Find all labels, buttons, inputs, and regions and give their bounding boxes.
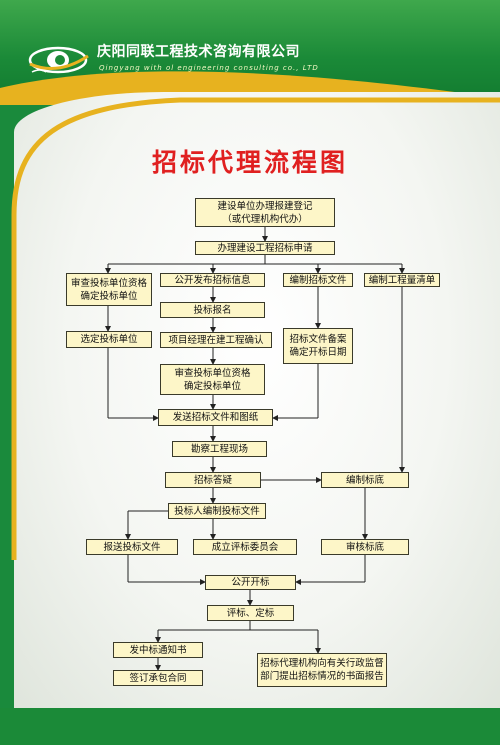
node-sign-contract: 签订承包合同 <box>113 670 203 686</box>
node-select-bidder: 选定投标单位 <box>66 331 152 348</box>
node-evaluate: 评标、定标 <box>207 605 294 621</box>
node-review-ceiling: 审核标底 <box>321 539 409 555</box>
company-name-cn: 庆阳同联工程技术咨询有限公司 <box>97 44 300 60</box>
node-site-visit: 勘察工程现场 <box>172 441 267 457</box>
node-send-docs: 发送招标文件和图纸 <box>158 409 273 426</box>
node-publish: 公开发布招标信息 <box>160 273 265 287</box>
company-name-en: Qingyang with ol engineering consulting … <box>99 64 319 72</box>
node-qa: 招标答疑 <box>165 472 261 488</box>
node-bidder-docs: 投标人编制投标文件 <box>168 503 266 519</box>
node-bid-signup: 投标报名 <box>160 302 265 318</box>
node-docs-filing: 招标文件备案 确定开标日期 <box>283 328 353 364</box>
node-register: 建设单位办理报建登记 （或代理机构代办） <box>195 198 335 227</box>
node-open-bid: 公开开标 <box>205 575 296 590</box>
node-award-notice: 发中标通知书 <box>113 642 203 658</box>
node-compile-ceiling: 编制标底 <box>321 472 409 488</box>
node-pm-confirm: 项目经理在建工程确认 <box>160 332 272 348</box>
node-compile-docs: 编制招标文件 <box>283 273 353 287</box>
company-logo-icon <box>28 46 89 74</box>
footer-band <box>0 708 500 745</box>
node-written-report: 招标代理机构向有关行政监督 部门提出招标情况的书面报告 <box>257 653 387 687</box>
node-committee: 成立评标委员会 <box>193 539 297 555</box>
page-title: 招标代理流程图 <box>151 148 348 177</box>
node-apply: 办理建设工程招标申请 <box>195 241 335 255</box>
node-compile-bq: 编制工程量清单 <box>364 273 440 287</box>
node-review-qualification: 审查投标单位资格 确定投标单位 <box>66 273 152 306</box>
node-submit-bid: 报送投标文件 <box>86 539 178 555</box>
node-review-qualification-2: 审查投标单位资格 确定投标单位 <box>160 364 265 395</box>
